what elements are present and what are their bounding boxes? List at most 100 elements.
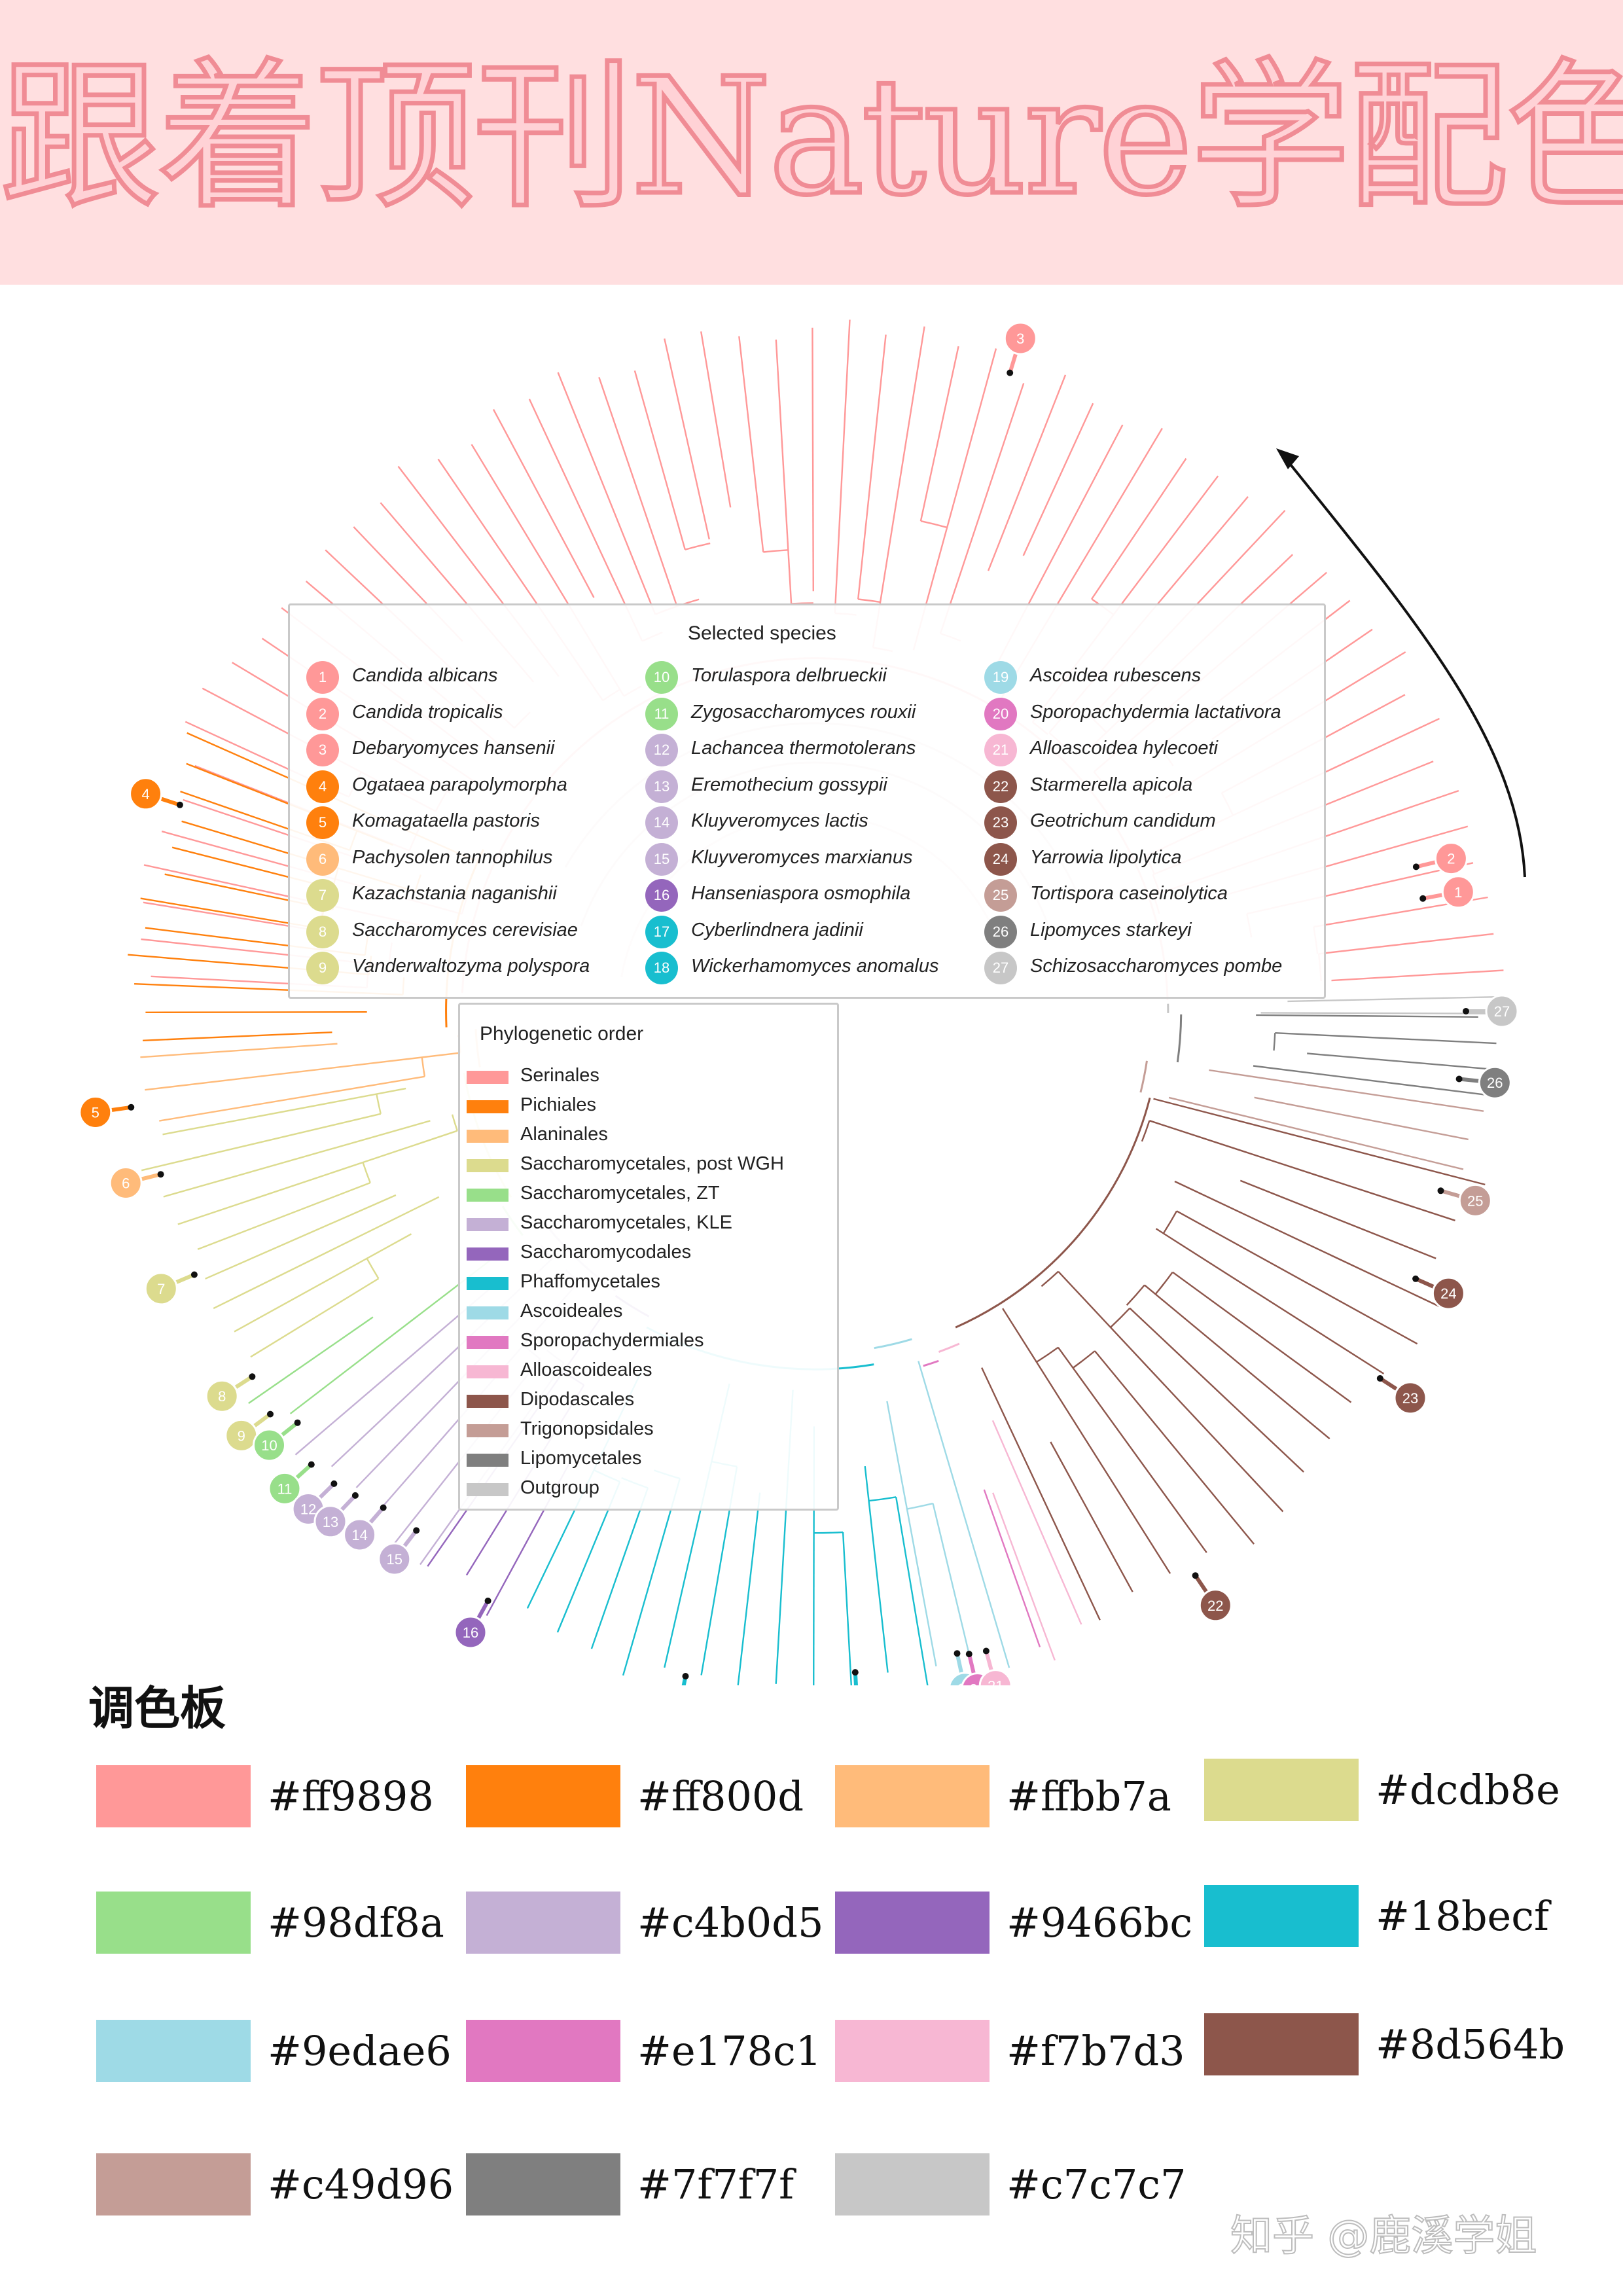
species-marker-badge <box>129 777 163 811</box>
species-marker-number: 8 <box>218 1388 226 1405</box>
species-number-badge: 18 <box>645 952 678 984</box>
species-marker-badge <box>109 1166 143 1200</box>
species-name: Cyberlindnera jadinii <box>691 919 863 941</box>
tree-clade <box>1167 996 1508 1014</box>
palette-swatch <box>1204 1759 1359 1821</box>
species-name: Wickerhamomyces anomalus <box>691 956 939 977</box>
palette-hex-code: #8d564b <box>1376 2020 1565 2068</box>
species-name: Lipomyces starkeyi <box>1030 919 1192 941</box>
tree-clade <box>874 1338 1010 1668</box>
palette-swatch <box>96 1765 251 1827</box>
species-number-badge: 25 <box>984 879 1017 912</box>
species-name: Starmerella apicola <box>1030 774 1193 795</box>
species-name: Sporopachydermia lactativora <box>1030 701 1281 723</box>
order-color-swatch <box>467 1365 508 1378</box>
species-marker-number: 25 <box>1467 1193 1483 1209</box>
order-name: Alloascoideales <box>520 1359 652 1380</box>
palette-swatch <box>835 2153 990 2215</box>
species-name: Ascoidea rubescens <box>1030 665 1202 686</box>
species-marker: 9 <box>224 1410 274 1452</box>
tree-clade <box>955 1098 1486 1621</box>
order-color-swatch <box>467 1483 508 1496</box>
species-number-badge: 17 <box>645 915 678 948</box>
title-banner: 跟着顶刊Nature学配色 <box>0 0 1623 285</box>
order-color-swatch <box>467 1100 508 1113</box>
order-color-swatch <box>467 1130 508 1143</box>
species-marker-badge <box>79 1096 113 1129</box>
palette-hex-code: #c7c7c7 <box>1007 2161 1186 2208</box>
species-marker-badge <box>454 1615 488 1649</box>
species-marker-badge <box>343 1518 377 1552</box>
species-name: Schizosaccharomyces pombe <box>1030 956 1283 977</box>
species-number-badge: 1 <box>306 661 339 694</box>
species-marker: 22 <box>1192 1572 1232 1623</box>
species-name: Tortispora caseinolytica <box>1030 883 1228 904</box>
species-marker-number: 27 <box>1494 1003 1510 1020</box>
palette-item: #98df8a <box>96 1892 463 1954</box>
species-name: Candida tropicalis <box>352 701 503 723</box>
palette-swatch <box>96 2153 251 2215</box>
species-marker-number: 21 <box>988 1678 1003 1685</box>
palette-item: #8d564b <box>1204 2013 1571 2075</box>
palette-item: #e178c1 <box>466 2020 832 2082</box>
species-number-badge: 15 <box>645 842 678 876</box>
palette-item: #ff800d <box>466 1765 832 1827</box>
order-name: Saccharomycetales, ZT <box>520 1183 720 1204</box>
species-marker-badge <box>1485 994 1519 1028</box>
species-name: Kazachstania naganishii <box>352 883 557 904</box>
species-number-badge: 23 <box>984 806 1017 839</box>
palette-swatch <box>835 1892 990 1954</box>
tree-clade <box>938 1342 1082 1661</box>
tree-clade <box>1139 1060 1484 1170</box>
species-name: Torulaspora delbrueckii <box>691 665 887 686</box>
order-legend-title: Phylogenetic order <box>480 1023 644 1045</box>
species-number-badge: 12 <box>645 734 678 766</box>
species-name: Alloascoidea hylecoeti <box>1030 738 1218 759</box>
order-name: Saccharomycetales, post WGH <box>520 1153 784 1174</box>
species-marker-badge <box>268 1471 302 1505</box>
species-legend-title: Selected species <box>688 622 836 644</box>
species-number-badge: 11 <box>645 697 678 730</box>
species-number-badge: 9 <box>306 952 339 984</box>
species-name: Hanseniaspora osmophila <box>691 883 911 904</box>
species-marker-number: 15 <box>387 1551 402 1568</box>
palette-swatch <box>466 2020 620 2082</box>
species-number-badge: 14 <box>645 806 678 839</box>
palette-item: #c4b0d5 <box>466 1892 832 1954</box>
species-number-badge: 3 <box>306 734 339 766</box>
species-number-badge: 27 <box>984 952 1017 984</box>
order-color-swatch <box>467 1454 508 1467</box>
palette-hex-code: #9466bc <box>1007 1899 1193 1946</box>
species-marker: 25 <box>1437 1183 1492 1217</box>
species-marker-number: 22 <box>1207 1598 1223 1614</box>
species-number-badge: 19 <box>984 661 1017 694</box>
species-marker: 8 <box>205 1373 256 1413</box>
palette-item: #dcdb8e <box>1204 1759 1571 1821</box>
species-marker: 18 <box>851 1669 859 1685</box>
palette-hex-code: #98df8a <box>268 1899 444 1946</box>
species-marker-number: 4 <box>141 786 149 802</box>
species-number-badge: 4 <box>306 770 339 803</box>
species-marker-number: 26 <box>1487 1075 1503 1091</box>
species-marker-number: 16 <box>463 1624 478 1641</box>
species-marker: 1 <box>1419 875 1475 909</box>
palette-item: #ff9898 <box>96 1765 463 1827</box>
species-marker: 27 <box>1463 994 1519 1028</box>
species-name: Saccharomyces cerevisiae <box>352 919 578 941</box>
species-marker-number: 20 <box>969 1681 985 1685</box>
species-marker-badge <box>253 1428 286 1462</box>
species-name: Pachysolen tannophilus <box>352 846 553 868</box>
species-marker-badge <box>1434 842 1468 876</box>
species-marker-number: 5 <box>92 1105 99 1121</box>
species-name: Vanderwaltozyma polyspora <box>352 956 590 977</box>
palette-item: #c7c7c7 <box>835 2153 1202 2215</box>
order-name: Alaninales <box>520 1124 608 1145</box>
order-color-swatch <box>467 1159 508 1172</box>
species-name: Kluyveromyces marxianus <box>691 846 913 868</box>
order-color-swatch <box>467 1189 508 1202</box>
order-color-swatch <box>467 1395 508 1408</box>
species-number-badge: 13 <box>645 770 678 803</box>
tree-clade <box>923 1359 1041 1647</box>
order-color-swatch <box>467 1306 508 1319</box>
